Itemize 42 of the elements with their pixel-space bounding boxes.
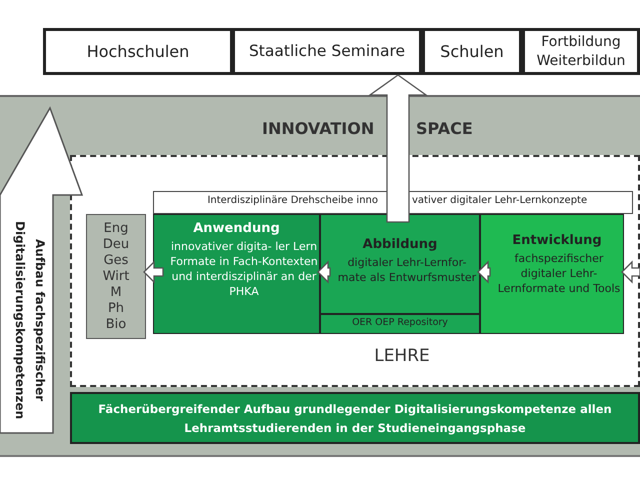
block-arrow (621, 260, 640, 284)
repository-box (320, 314, 480, 334)
header-text: vativer digitaler Lehr-Lernkonzepte (412, 195, 588, 206)
block-arrow (143, 260, 164, 284)
box-heading: Abbildung (362, 237, 438, 252)
panel-title: SPACE (416, 119, 473, 138)
repository-label: OER OEP Repository (352, 317, 448, 328)
subject-abbreviation: Deu (102, 237, 130, 253)
foundation-bar (70, 392, 640, 444)
process-box (153, 214, 320, 334)
block-arrow (317, 260, 331, 284)
bar-text: Fächerübergreifender Aufbau grundlegender Digitalisierungskompetenze allen Lehramtsstudierenden in der Studieneingangsphase (98, 402, 612, 435)
subject-list-box (86, 214, 146, 339)
box-heading: Entwicklung (512, 233, 602, 248)
arrow-label: Aufbau fachspezifischer Digitalisierungskompetenzen (13, 221, 47, 420)
subject-abbreviation: Eng (104, 221, 128, 237)
header-bar (153, 191, 633, 214)
cell-label: Schulen (440, 42, 504, 61)
block-arrow (477, 260, 491, 284)
subject-abbreviation: Ph (108, 301, 124, 317)
institution-cell (232, 28, 422, 75)
subject-abbreviation: Ges (104, 253, 128, 269)
subject-abbreviation: Bio (106, 317, 126, 333)
panel-title: INNOVATION (262, 119, 374, 138)
process-box (480, 214, 624, 334)
subject-abbreviation: Wirt (102, 269, 130, 285)
block-arrow (368, 74, 428, 223)
header-text: Interdisziplinäre Drehscheibe inno (207, 195, 378, 206)
process-box (320, 214, 480, 314)
innovation-space-panel (0, 95, 640, 457)
box-text: innovativer digita- ler Lern Formate in Fach-Kontexten und interdisziplinär an der PHKA (170, 240, 318, 298)
cell-label: Hochschulen (86, 42, 190, 61)
box-text: fachspezifischer digitaler Lehr- Lernformate und Tools (498, 252, 620, 295)
subject-abbreviation: M (110, 285, 122, 301)
cell-label: Staatliche Seminare (248, 42, 406, 60)
cell-label: Fortbildung Weiterbildun (536, 34, 626, 69)
institution-cell (422, 28, 522, 75)
box-text: digitaler Lehr-Lernfor- mate als Entwurfsmuster (338, 256, 476, 284)
frame-label: LEHRE (374, 346, 430, 366)
institution-cell (43, 28, 233, 75)
box-heading: Anwendung (193, 221, 280, 236)
institution-cell (522, 28, 640, 75)
